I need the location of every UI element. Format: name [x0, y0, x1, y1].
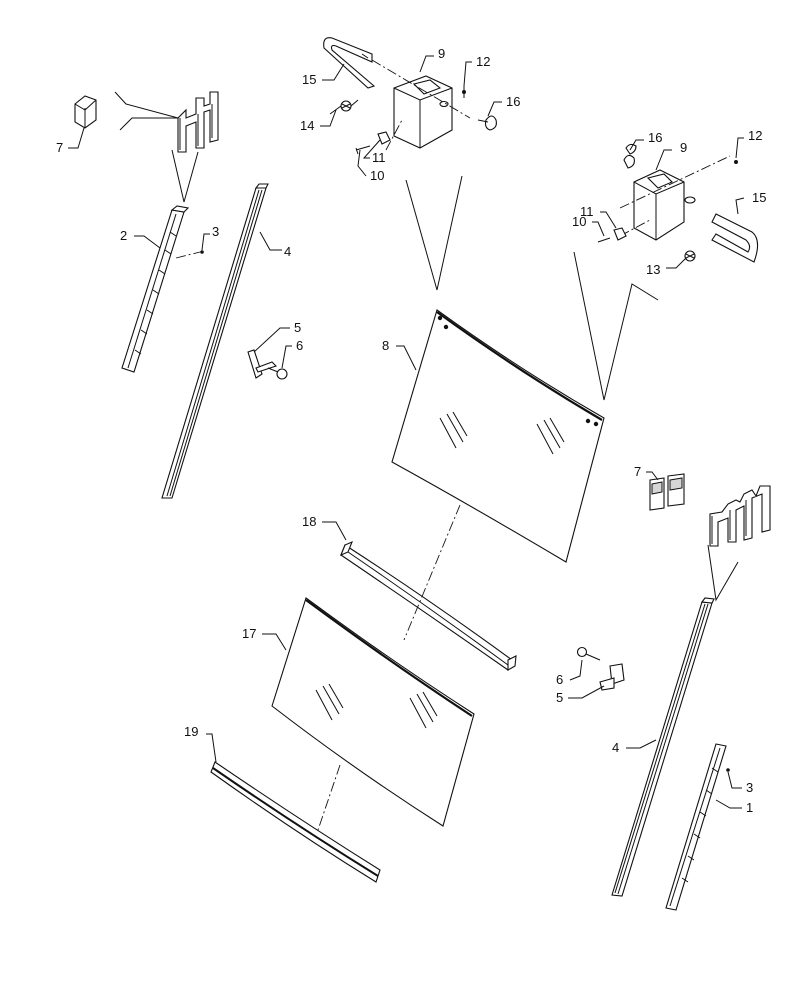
callout-1: 1: [746, 800, 753, 815]
right-rail: [665, 743, 727, 911]
left-extrusion-detail: [177, 91, 219, 153]
callout-10: 10: [370, 168, 384, 183]
callout-19: 19: [184, 724, 198, 739]
spring-left: [329, 99, 359, 115]
leader-line: [573, 251, 659, 401]
left-bracket: [247, 349, 278, 379]
hinge-bracket-right: [633, 169, 696, 241]
callout-15: 15: [302, 72, 316, 87]
callout-2: 2: [120, 228, 127, 243]
leader-line: [119, 117, 178, 131]
callout-9: 9: [680, 140, 687, 155]
callout-14: 14: [300, 118, 314, 133]
callout-labels: 7 15 9 12 16 14 11 10 16 9 12 15 11 10 1…: [56, 46, 766, 815]
leader-line: [707, 544, 739, 602]
assembly-line: [317, 764, 341, 831]
bushing-left: [355, 131, 391, 155]
callout-16: 16: [506, 94, 520, 109]
left-end-cap: [74, 95, 97, 129]
leader-line: [405, 175, 463, 291]
fastener-right: [726, 768, 730, 772]
u-handle-left: [323, 37, 376, 89]
callout-6: 6: [296, 338, 303, 353]
right-screw: [576, 646, 601, 661]
callout-4: 4: [612, 740, 619, 755]
lower-seal-strip: [210, 761, 381, 883]
callout-11: 11: [580, 204, 594, 219]
callout-3: 3: [212, 224, 219, 239]
fastener-left: [200, 250, 204, 254]
assembly-line: [371, 59, 471, 119]
right-extrusion-detail: [709, 485, 771, 547]
leader-line: [114, 91, 179, 119]
callout-13: 13: [646, 262, 660, 277]
leader-line: [171, 149, 199, 203]
callout-7: 7: [56, 140, 63, 155]
callout-7: 7: [634, 464, 641, 479]
pin-right: [734, 160, 738, 164]
bushing-right: [597, 227, 627, 243]
callout-16: 16: [648, 130, 662, 145]
callout-12: 12: [748, 128, 762, 143]
callout-4: 4: [284, 244, 291, 259]
callout-17: 17: [242, 626, 256, 641]
assembly-line: [175, 251, 201, 259]
callout-10: 10: [572, 214, 586, 229]
assembly-line: [619, 155, 731, 209]
assembly-line: [403, 504, 461, 641]
callout-5: 5: [556, 690, 563, 705]
upper-seal-strip: [339, 540, 517, 671]
callout-18: 18: [302, 514, 316, 529]
pin-left: [462, 86, 466, 98]
upper-windshield-glass: [391, 309, 605, 563]
right-bracket: [599, 663, 625, 691]
callout-12: 12: [476, 54, 490, 69]
hinge-bracket-left: [393, 75, 453, 149]
callout-11: 11: [372, 150, 386, 165]
callout-5: 5: [294, 320, 301, 335]
lower-windshield-glass: [271, 597, 475, 827]
right-end-caps: [649, 473, 685, 511]
clip-left: [477, 115, 497, 131]
left-screw: [267, 367, 288, 380]
callout-8: 8: [382, 338, 389, 353]
callout-leaders: [68, 55, 745, 809]
right-long-channel: [611, 597, 715, 897]
callout-15: 15: [752, 190, 766, 205]
callout-6: 6: [556, 672, 563, 687]
u-handle-right: [711, 213, 759, 263]
clip-right: [623, 143, 637, 169]
spring-right: [684, 250, 696, 262]
callout-9: 9: [438, 46, 445, 61]
assembly-line: [385, 119, 403, 151]
left-long-channel: [161, 183, 269, 499]
left-rail: [121, 205, 190, 373]
callout-3: 3: [746, 780, 753, 795]
